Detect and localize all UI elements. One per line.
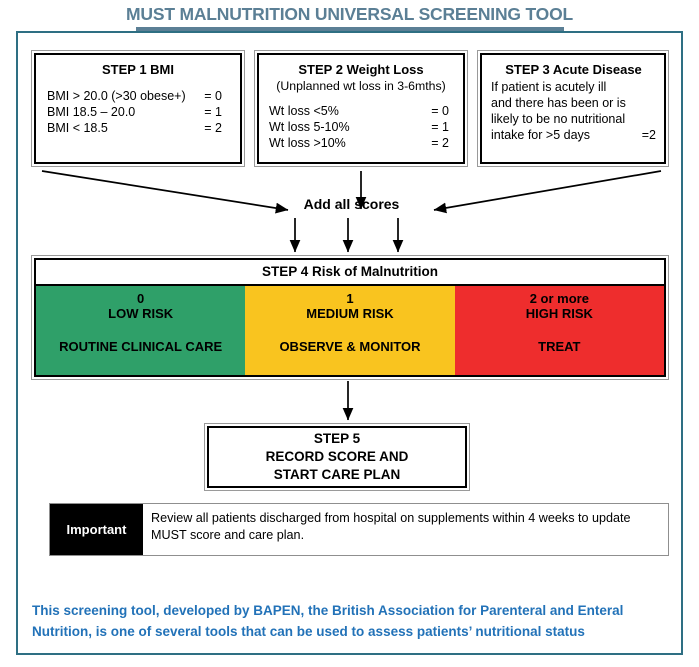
footer-caption-line2: Nutrition, is one of several tools that … xyxy=(32,623,585,639)
step3-line: and there has been or is xyxy=(491,95,626,110)
step3-acute-disease-box: STEP 3 Acute Disease If patient is acute… xyxy=(477,50,669,167)
risk-cell-high: 2 or more HIGH RISK TREAT xyxy=(454,286,664,375)
title-underline-rule xyxy=(136,27,564,32)
step5-line1: STEP 5 xyxy=(313,431,361,447)
step1-row-label: BMI < 18.5 xyxy=(47,120,108,135)
step5-text: STEP 5 RECORD SCORE AND START CARE PLAN xyxy=(266,430,409,483)
step1-row: BMI > 20.0 (>30 obese+) = 0 xyxy=(45,88,231,104)
add-all-scores-label: Add all scores xyxy=(303,196,400,212)
step2-row: Wt loss <5% = 0 xyxy=(267,103,455,119)
important-line2: MUST score and care plan. xyxy=(151,527,305,542)
step5-inner: STEP 5 RECORD SCORE AND START CARE PLAN xyxy=(207,426,467,488)
step2-subheading: (Unplanned wt loss in 3-6mths) xyxy=(276,78,446,93)
step4-risk-band-box: STEP 4 Risk of Malnutrition 0 LOW RISK R… xyxy=(31,255,669,380)
risk-cell-low-action: ROUTINE CLINICAL CARE xyxy=(59,338,223,354)
step2-rows: Wt loss <5% = 0 Wt loss 5-10% = 1 Wt los… xyxy=(267,103,455,151)
risk-cell-medium-score: 1 xyxy=(346,291,354,306)
risk-cell-medium-action: OBSERVE & MONITOR xyxy=(279,338,421,354)
step1-heading: STEP 1 BMI xyxy=(101,62,174,77)
step3-heading: STEP 3 Acute Disease xyxy=(505,62,642,77)
step4-cells: 0 LOW RISK ROUTINE CLINICAL CARE 1 MEDIU… xyxy=(36,286,664,375)
step5-line2: RECORD SCORE AND xyxy=(265,449,409,465)
step3-inner: STEP 3 Acute Disease If patient is acute… xyxy=(480,53,666,164)
step2-row-score: = 2 xyxy=(431,136,449,151)
step2-inner: STEP 2 Weight Loss (Unplanned wt loss in… xyxy=(257,53,465,164)
step5-record-score-box: STEP 5 RECORD SCORE AND START CARE PLAN xyxy=(204,423,470,491)
step2-weight-loss-box: STEP 2 Weight Loss (Unplanned wt loss in… xyxy=(254,50,468,167)
step5-line3: START CARE PLAN xyxy=(273,466,401,482)
step1-rows: BMI > 20.0 (>30 obese+) = 0 BMI 18.5 – 2… xyxy=(45,88,231,136)
important-note-bar: Important Review all patients discharged… xyxy=(49,503,669,556)
diagram-frame: STEP 1 BMI BMI > 20.0 (>30 obese+) = 0 B… xyxy=(16,31,683,655)
step3-last-row: intake for >5 days =2 xyxy=(491,127,656,143)
step1-bmi-box: STEP 1 BMI BMI > 20.0 (>30 obese+) = 0 B… xyxy=(31,50,245,167)
step3-line: likely to be no nutritional xyxy=(491,111,626,126)
step1-row-label: BMI > 20.0 (>30 obese+) xyxy=(47,88,186,103)
risk-cell-medium-label: MEDIUM RISK xyxy=(306,306,394,322)
step1-row-score: = 1 xyxy=(204,104,222,119)
page-title-text: MUST MALNUTRITION UNIVERSAL SCREENING TO… xyxy=(126,4,573,24)
step1-row-score: = 0 xyxy=(204,88,222,103)
step2-row-score: = 1 xyxy=(431,120,449,135)
footer-caption-line1: This screening tool, developed by BAPEN,… xyxy=(32,603,624,618)
step1-inner: STEP 1 BMI BMI > 20.0 (>30 obese+) = 0 B… xyxy=(34,53,242,164)
risk-cell-high-action: TREAT xyxy=(538,338,581,354)
risk-cell-high-score: 2 or more xyxy=(529,291,589,306)
step1-row-score: = 2 xyxy=(204,120,222,135)
step2-heading: STEP 2 Weight Loss xyxy=(298,62,424,77)
step3-line: If patient is acutely ill xyxy=(491,79,607,94)
footer-caption: This screening tool, developed by BAPEN,… xyxy=(32,601,672,642)
important-tag: Important xyxy=(50,504,143,555)
risk-cell-low: 0 LOW RISK ROUTINE CLINICAL CARE xyxy=(36,286,246,375)
step1-row-label: BMI 18.5 – 20.0 xyxy=(47,104,136,119)
step2-row: Wt loss 5-10% = 1 xyxy=(267,119,455,135)
step1-row: BMI < 18.5 = 2 xyxy=(45,120,231,136)
risk-cell-high-label: HIGH RISK xyxy=(525,306,593,322)
risk-cell-low-label: LOW RISK xyxy=(108,306,174,322)
risk-cell-medium: 1 MEDIUM RISK OBSERVE & MONITOR xyxy=(245,286,455,375)
step4-inner: STEP 4 Risk of Malnutrition 0 LOW RISK R… xyxy=(34,258,666,377)
page-title: MUST MALNUTRITION UNIVERSAL SCREENING TO… xyxy=(0,4,699,25)
important-text: Review all patients discharged from hosp… xyxy=(143,504,668,555)
step2-row-score: = 0 xyxy=(431,104,449,119)
important-line1: Review all patients discharged from hosp… xyxy=(151,511,631,525)
step1-row: BMI 18.5 – 20.0 = 1 xyxy=(45,104,231,120)
step3-score: =2 xyxy=(641,127,656,142)
risk-cell-low-score: 0 xyxy=(137,291,145,306)
step2-row-label: Wt loss <5% xyxy=(269,104,339,119)
step4-heading: STEP 4 Risk of Malnutrition xyxy=(36,260,664,286)
step2-row-label: Wt loss 5-10% xyxy=(269,120,350,135)
step2-row-label: Wt loss >10% xyxy=(269,136,346,151)
step3-last-line-label: intake for >5 days xyxy=(491,127,591,142)
step2-row: Wt loss >10% = 2 xyxy=(267,135,455,151)
